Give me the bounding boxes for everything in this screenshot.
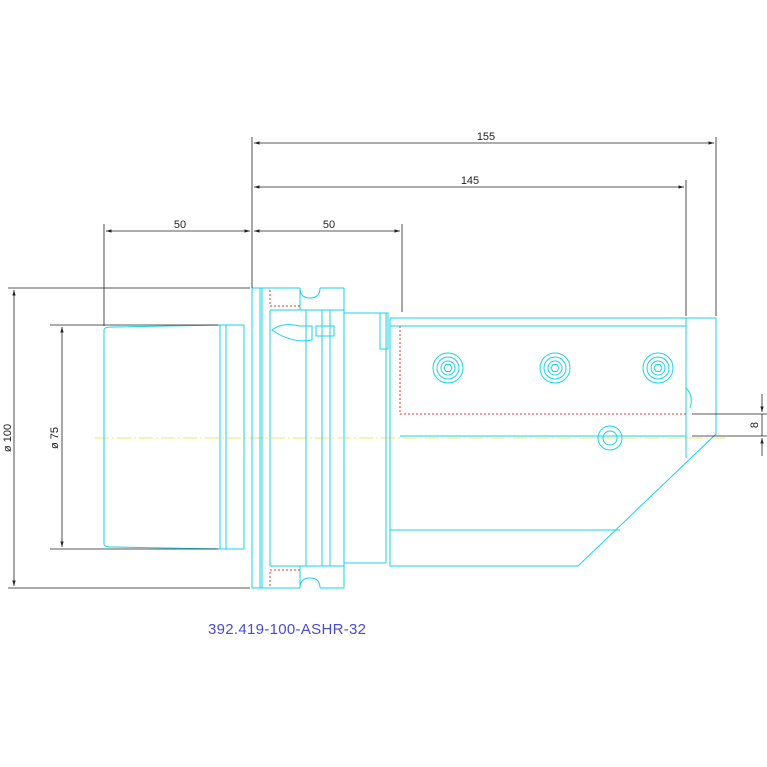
body-block [389,317,717,567]
dim-8-text: 8 [749,422,761,428]
coolant-port [597,425,623,451]
dim-d75-text: ø 75 [49,427,61,449]
dim-145-text: 145 [461,175,479,187]
screw-1 [432,352,464,384]
dim-50-right-text: 50 [323,219,335,231]
dim-155-text: 155 [477,131,495,143]
dim-d100-text: ø 100 [2,424,14,452]
flange [251,287,261,589]
hidden-lines [269,290,686,586]
part-number-label: 392.419-100-ASHR-32 [208,621,366,638]
dimension-lines [8,137,767,589]
screws [432,352,674,451]
screw-3 [642,352,674,384]
screw-2 [539,352,571,384]
shank [103,324,221,550]
dim-50-left-text: 50 [174,219,186,231]
tool-outline [103,287,717,589]
